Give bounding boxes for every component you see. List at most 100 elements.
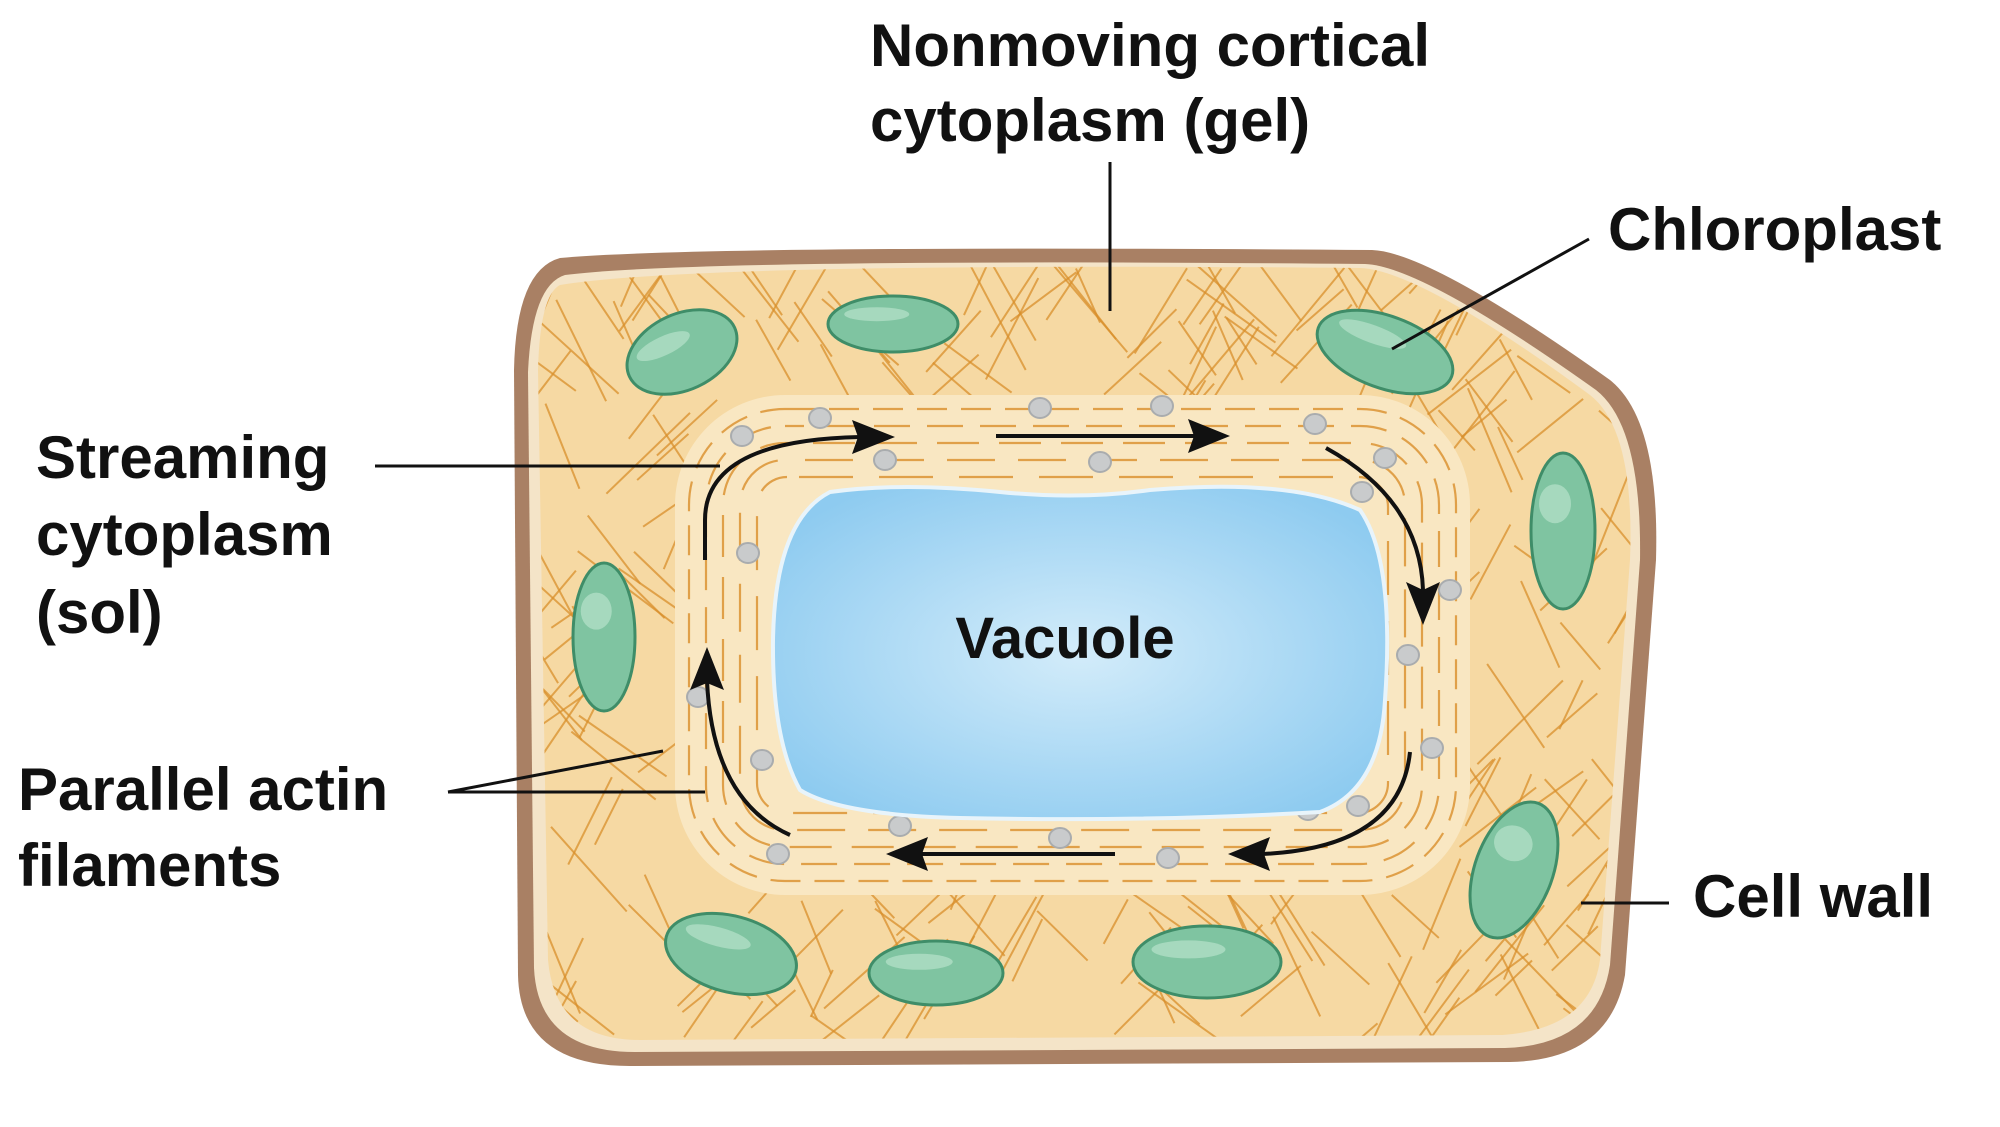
actin-filament <box>1391 894 1440 939</box>
actin-filament <box>1516 355 1571 394</box>
actin-filament <box>943 342 1013 394</box>
actin-filament <box>538 338 577 392</box>
actin-filament <box>538 350 572 400</box>
actin-filament <box>1561 266 1612 350</box>
organelle-particle <box>1373 447 1397 469</box>
actin-filament <box>1345 266 1387 317</box>
actin-filament <box>628 904 671 947</box>
actin-filament <box>1011 918 1044 982</box>
parallel-actin-filament <box>687 407 1458 883</box>
actin-filament <box>1543 778 1601 840</box>
organelle-particle <box>1150 395 1174 417</box>
actin-filament <box>1426 348 1512 416</box>
organelle-particle <box>1303 413 1327 435</box>
actin-filament <box>1476 679 1564 765</box>
actin-filament <box>1050 266 1129 353</box>
actin-filament <box>805 994 880 1040</box>
actin-filament <box>990 266 1057 338</box>
actin-filament <box>768 266 818 319</box>
vacuole <box>770 484 1390 822</box>
actin-filament <box>1466 387 1513 493</box>
organelle-particle <box>1438 579 1462 601</box>
actin-filament <box>1137 981 1222 1040</box>
actin-filament <box>1212 310 1244 381</box>
actin-filament <box>1397 997 1461 1040</box>
arrowhead-icon <box>1188 419 1230 453</box>
actin-filament <box>1520 580 1561 668</box>
actin-filament <box>1423 949 1463 1014</box>
actin-filament <box>1559 621 1602 671</box>
actin-filament <box>1189 302 1225 365</box>
actin-filament <box>1036 910 1089 962</box>
actin-filament <box>1464 378 1514 443</box>
actin-filament <box>636 433 690 481</box>
arrowhead-icon <box>886 837 928 871</box>
actin-filament <box>1546 692 1598 739</box>
actin-filament <box>724 266 800 343</box>
actin-filament <box>1225 317 1258 365</box>
actin-filament <box>605 412 691 495</box>
actin-filament <box>555 299 607 402</box>
actin-filament <box>544 403 581 490</box>
organelle-particle <box>808 407 832 429</box>
actin-filament <box>1458 786 1537 848</box>
actin-filament <box>1103 341 1162 396</box>
actin-filament <box>810 1014 857 1040</box>
actin-filament <box>1558 679 1584 730</box>
actin-filament <box>1240 964 1302 1017</box>
actin-filament <box>1607 594 1631 644</box>
organelle-particle <box>1396 644 1420 666</box>
label-actin-line1: Parallel actin <box>18 756 388 823</box>
flow-arrow-right <box>1325 446 1425 591</box>
actin-filament <box>1182 267 1223 326</box>
organelle-particle <box>766 843 790 865</box>
actin-filament <box>1538 267 1575 311</box>
actin-filament <box>1246 266 1303 322</box>
label-streaming-line2: cytoplasm <box>36 501 333 568</box>
actin-filament <box>538 570 577 649</box>
actin-filament <box>1272 916 1322 1017</box>
actin-filament <box>1314 266 1359 309</box>
streaming-arrows <box>690 419 1440 871</box>
actin-filament <box>1412 968 1470 1040</box>
label-streaming-line1: Streaming <box>36 424 329 491</box>
actin-filament <box>800 900 833 975</box>
actin-filament <box>1270 267 1346 357</box>
actin-filament <box>755 319 792 382</box>
actin-filament <box>776 266 828 351</box>
organelle-particle <box>1048 827 1072 849</box>
label-actin-line2: filaments <box>18 832 281 899</box>
actin-filament <box>984 266 1037 342</box>
actin-filament <box>1387 962 1445 1040</box>
chloroplasts <box>571 294 1597 1007</box>
organelle-particle <box>888 815 912 837</box>
actin-filament <box>652 414 691 472</box>
actin-filament <box>1363 955 1413 1040</box>
actin-filament <box>1310 930 1371 986</box>
organelle-particle <box>1350 481 1374 503</box>
actin-filament <box>619 266 647 307</box>
actin-filament <box>593 788 624 846</box>
actin-filament <box>1614 310 1631 348</box>
actin-filament <box>586 514 641 585</box>
actin-filament <box>1499 953 1556 1040</box>
chloroplast <box>625 308 739 396</box>
actin-filament <box>1486 663 1546 749</box>
actin-filament <box>538 316 620 395</box>
flow-arrow-top-left <box>703 435 861 560</box>
actin-filament <box>1464 756 1502 827</box>
actin-filament <box>985 277 1040 380</box>
flow-arrow-bottom-right <box>1261 751 1412 856</box>
arrowhead-icon <box>1228 837 1270 871</box>
actin-filament <box>1504 280 1552 318</box>
leader-chloroplast <box>1391 237 1590 351</box>
organelle-particle <box>750 749 774 771</box>
organelle-particles <box>686 395 1462 869</box>
chloroplast <box>1131 924 1283 1000</box>
parallel-actin-filament <box>704 424 1441 866</box>
actin-filament <box>1422 858 1462 951</box>
actin-filament <box>1224 315 1299 370</box>
actin-filament <box>1600 507 1631 556</box>
actin-filament <box>996 893 1045 980</box>
